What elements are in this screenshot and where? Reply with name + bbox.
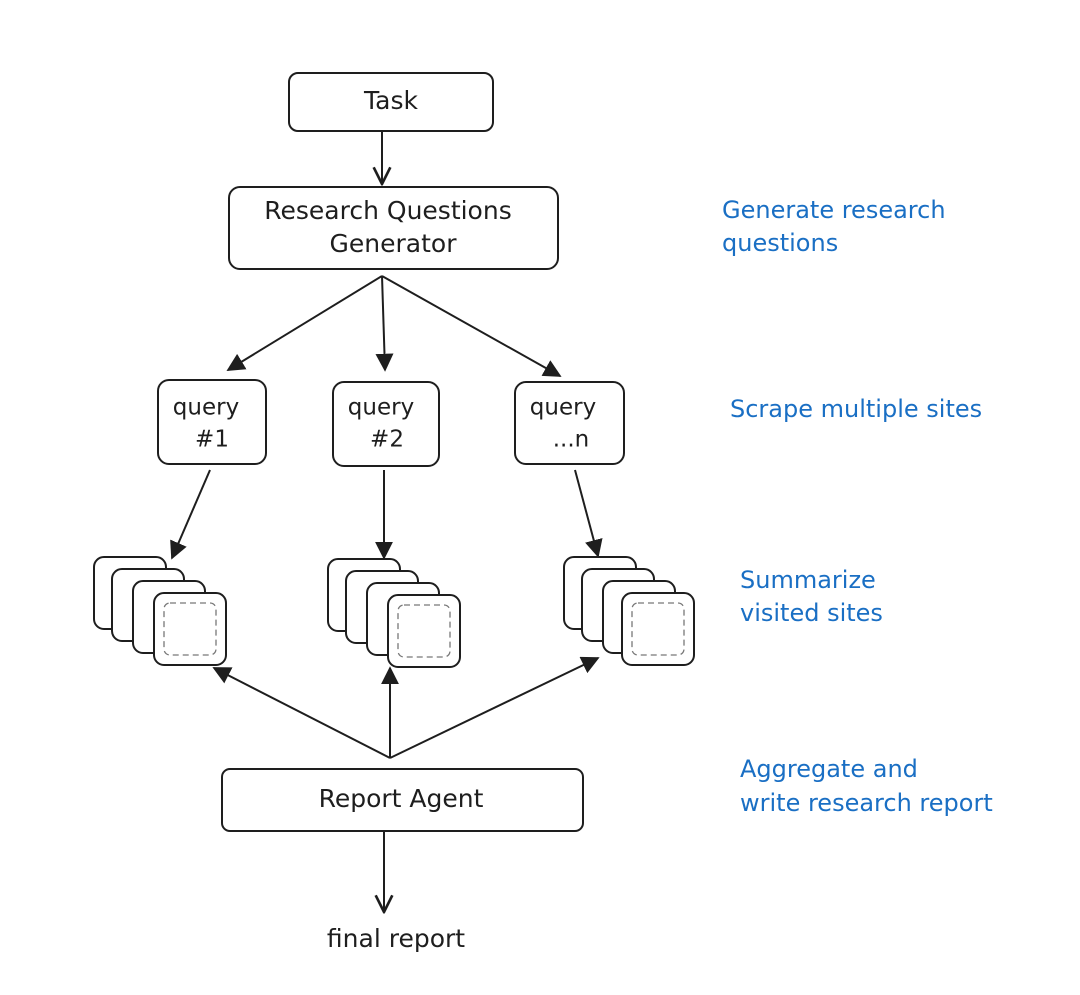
generator-node: Research Questions Generator: [228, 186, 559, 270]
task-label: Task: [363, 86, 418, 115]
query-1-label-line-2: #1: [195, 427, 229, 453]
query-2-label-line-1: query: [348, 395, 414, 421]
edges: [170, 131, 603, 912]
query-n-label-line-2: ...n: [553, 427, 590, 453]
query-node-1: query #1: [157, 379, 267, 465]
query-n-label-line-1: query: [530, 395, 596, 421]
site-stack-n: [563, 556, 695, 666]
generator-label-line-2: Generator: [330, 229, 458, 258]
arrow-query-1-to-sites: [170, 469, 211, 560]
annotation-scrape-line-1: Scrape multiple sites: [730, 395, 982, 423]
site-stack-2: [327, 558, 461, 668]
annotation-generate-line-1: Generate research: [722, 196, 946, 224]
task-node: Task: [288, 72, 494, 132]
annotations: Generate research questions Scrape multi…: [722, 196, 993, 817]
annotation-generate-line-2: questions: [722, 229, 838, 257]
site-stack-1: [93, 556, 227, 666]
query-1-label-line-1: query: [173, 395, 239, 421]
arrow-generator-to-query-n: [381, 275, 562, 377]
final-report-label: final report: [327, 924, 465, 953]
generator-label-line-1: Research Questions: [264, 196, 511, 225]
query-node-n: query ...n: [514, 381, 625, 465]
arrow-generator-to-query-1: [226, 275, 383, 371]
annotation-aggregate-line-2: write research report: [740, 789, 993, 817]
arrow-generator-to-query-2: [375, 275, 394, 372]
query-2-label-line-2: #2: [370, 427, 404, 453]
annotation-summarize-line-2: visited sites: [740, 599, 883, 627]
report-agent-node: Report Agent: [221, 768, 584, 832]
query-node-2: query #2: [332, 381, 440, 467]
arrow-report-to-sites-n: [389, 656, 600, 759]
annotation-aggregate-line-1: Aggregate and: [740, 755, 918, 783]
report-agent-label: Report Agent: [319, 784, 484, 813]
arrow-query-n-to-sites: [574, 469, 603, 558]
annotation-summarize-line-1: Summarize: [740, 566, 876, 594]
arrow-report-to-sites-1: [212, 667, 391, 759]
